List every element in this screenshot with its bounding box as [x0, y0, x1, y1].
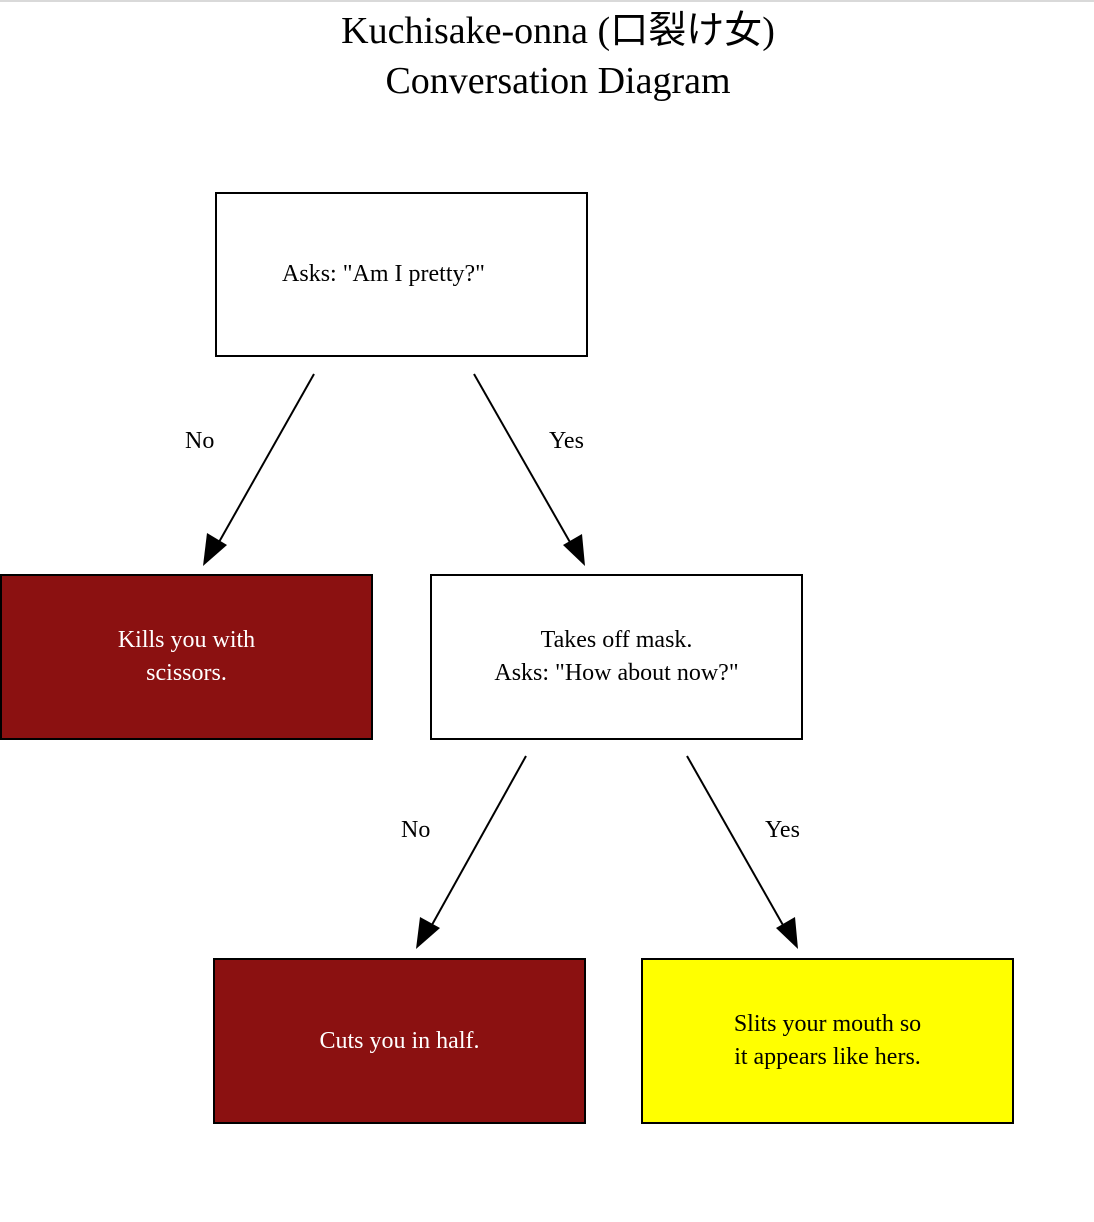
node-text-line: Asks: "Am I pretty?" — [282, 261, 485, 287]
top-divider — [0, 0, 1094, 2]
node-outcome-cut: Cuts you in half. — [213, 958, 586, 1124]
node-text-line: scissors. — [146, 660, 227, 686]
edge-label-q2-yes: Yes — [765, 817, 800, 843]
edge-q2-no-arrow — [422, 755, 527, 942]
node-question-pretty: Asks: "Am I pretty?" — [215, 192, 588, 357]
node-text-line: Takes off mask. — [540, 627, 693, 653]
node-outcome-slit: Slits your mouth so it appears like hers… — [641, 958, 1014, 1124]
title-line-1: Kuchisake-onna (口裂け女) — [341, 10, 775, 52]
node-outcome-kill: Kills you with scissors. — [0, 574, 373, 740]
edge-q2-yes-arrowhead — [776, 917, 798, 949]
title-line-2: Conversation Diagram — [385, 60, 731, 102]
node-question-mask: Takes off mask. Asks: "How about now?" — [430, 574, 803, 740]
node-text-line: Cuts you in half. — [319, 1027, 480, 1054]
node-text-line: Kills you with — [117, 627, 256, 653]
edge-label-q1-yes: Yes — [549, 428, 584, 454]
edge-q2-no-arrowhead — [416, 917, 440, 949]
node-text-line: Asks: "How about now?" — [494, 660, 739, 686]
edge-label-q2-no: No — [401, 817, 431, 843]
edge-q1-no-arrowhead — [203, 533, 227, 566]
node-text-line: it appears like hers. — [734, 1044, 921, 1070]
edge-q1-yes-arrow — [473, 373, 580, 559]
edge-label-q1-no: No — [185, 428, 215, 454]
edge-q1-no-arrow — [209, 373, 315, 559]
diagram-title: Kuchisake-onna (口裂け女) Conversation Diagr… — [0, 6, 1094, 106]
edge-q2-yes-arrow — [686, 755, 793, 942]
edge-q1-yes-arrowhead — [563, 534, 585, 566]
node-text-line: Slits your mouth so — [733, 1011, 922, 1037]
